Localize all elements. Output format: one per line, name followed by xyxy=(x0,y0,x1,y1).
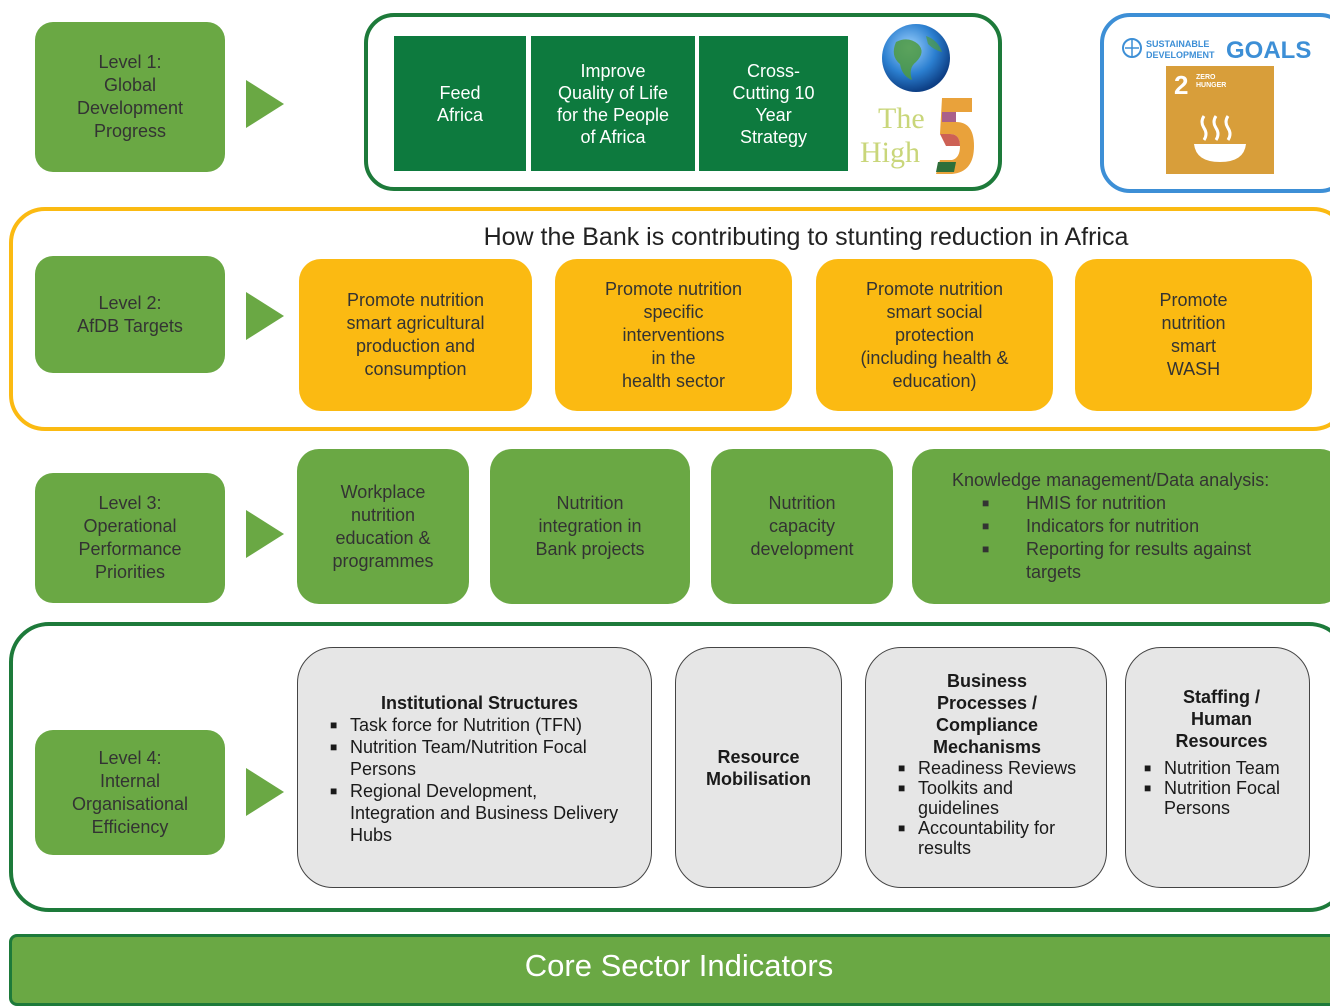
level-2-heading: How the Bank is contributing to stunting… xyxy=(483,223,1129,251)
sdg-goal-2-tile: 2 ZERO HUNGER xyxy=(1166,66,1274,174)
staffing-title: Staffing / Human Resources xyxy=(1175,687,1268,751)
knowledge-item: Reporting for results against targets xyxy=(952,538,1302,584)
target-box-text: Promote nutrition smart WASH xyxy=(1159,290,1228,379)
core-sector-indicators-bar: Core Sector Indicators xyxy=(9,934,1330,1006)
sdg-goal-name: ZERO HUNGER xyxy=(1196,74,1227,89)
business-title: Business Processes / Compliance Mechanis… xyxy=(932,671,1042,757)
efficiency-box-institutional: Institutional Structures Task force for … xyxy=(297,647,652,888)
business-item: Accountability for results xyxy=(896,818,1096,858)
business-item: Readiness Reviews xyxy=(896,758,1096,778)
level-3-label-text: Level 3: Operational Performance Priorit… xyxy=(78,493,182,582)
svg-text:High: High xyxy=(860,136,920,169)
high5-box-text: Cross- Cutting 10 Year Strategy xyxy=(732,60,815,147)
institutional-item: Task force for Nutrition (TFN) xyxy=(328,714,621,736)
priority-box-text: Workplace nutrition education & programm… xyxy=(332,481,434,571)
sdg-goal-number: 2 xyxy=(1174,70,1189,100)
sdg-header: SUSTAINABLE DEVELOPMENT GOALS xyxy=(1120,34,1325,64)
priority-box-text: Nutrition integration in Bank projects xyxy=(535,493,645,559)
target-box-text: Promote nutrition specific interventions… xyxy=(604,278,743,391)
high5-frame xyxy=(364,13,1002,191)
priority-box-capacity: Nutrition capacity development xyxy=(711,449,893,604)
priority-box-integration: Nutrition integration in Bank projects xyxy=(490,449,690,604)
efficiency-box-business: Business Processes / Compliance Mechanis… xyxy=(865,647,1107,888)
target-box-social-protection: Promote nutrition smart social protectio… xyxy=(816,259,1053,411)
institutional-list: Task force for Nutrition (TFN) Nutrition… xyxy=(328,714,631,846)
level-2-frame xyxy=(9,207,1330,431)
target-box-text: Promote nutrition smart agricultural pro… xyxy=(346,290,485,379)
high5-box-cross-cutting: Cross- Cutting 10 Year Strategy xyxy=(699,36,848,171)
staffing-item: Nutrition Team xyxy=(1142,758,1301,778)
level-4-label-text: Level 4: Internal Organisational Efficie… xyxy=(71,747,189,837)
target-box-health: Promote nutrition specific interventions… xyxy=(555,259,792,411)
level-1-label-text: Level 1: Global Development Progress xyxy=(76,52,184,141)
target-box-wash: Promote nutrition smart WASH xyxy=(1075,259,1312,411)
knowledge-item: Indicators for nutrition xyxy=(952,515,1302,538)
high5-logo-graphic: The High xyxy=(860,24,974,174)
svg-text:GOALS: GOALS xyxy=(1226,37,1311,64)
level-4-arrow xyxy=(246,768,284,816)
priority-box-text: Nutrition capacity development xyxy=(750,493,854,559)
high5-box-text: Feed Africa xyxy=(436,82,483,125)
core-sector-indicators-label: Core Sector Indicators xyxy=(524,948,834,983)
level-1-label: Level 1: Global Development Progress xyxy=(35,22,225,172)
priority-box-workplace: Workplace nutrition education & programm… xyxy=(297,449,469,604)
level-2-arrow xyxy=(246,292,284,340)
level-3-arrow xyxy=(246,510,284,558)
level-2-label-text: Level 2: AfDB Targets xyxy=(77,292,183,336)
institutional-item: Regional Development, Integration and Bu… xyxy=(328,780,621,846)
un-emblem-icon xyxy=(1122,38,1142,58)
institutional-title: Institutional Structures xyxy=(380,693,578,713)
priority-box-knowledge: Knowledge management/Data analysis: HMIS… xyxy=(912,449,1330,604)
target-box-text: Promote nutrition smart social protectio… xyxy=(860,278,1009,391)
business-list: Readiness Reviews Toolkits and guideline… xyxy=(896,758,1096,858)
high5-box-text: Improve Quality of Life for the People o… xyxy=(556,60,670,147)
level-4-frame xyxy=(9,622,1330,912)
high5-box-quality-of-life: Improve Quality of Life for the People o… xyxy=(531,36,695,171)
level-2-label: Level 2: AfDB Targets xyxy=(35,256,225,373)
level-3-label: Level 3: Operational Performance Priorit… xyxy=(35,473,225,603)
institutional-item: Nutrition Team/Nutrition Focal Persons xyxy=(328,736,621,780)
business-item: Toolkits and guidelines xyxy=(896,778,1096,818)
knowledge-list: HMIS for nutrition Indicators for nutrit… xyxy=(952,492,1302,584)
staffing-item: Nutrition Focal Persons xyxy=(1142,778,1301,818)
knowledge-title: Knowledge management/Data analysis: xyxy=(952,470,1270,490)
staffing-list: Nutrition Team Nutrition Focal Persons xyxy=(1142,758,1301,818)
bowl-icon xyxy=(1194,115,1246,162)
svg-text:SUSTAINABLE: SUSTAINABLE xyxy=(1146,39,1209,49)
target-box-agriculture: Promote nutrition smart agricultural pro… xyxy=(299,259,532,411)
sdg-frame xyxy=(1100,13,1330,193)
high5-logo: The High xyxy=(856,22,982,190)
level-1-arrow xyxy=(246,80,284,128)
efficiency-box-staffing: Staffing / Human Resources Nutrition Tea… xyxy=(1125,647,1310,888)
high5-logo-text: The xyxy=(878,102,925,135)
knowledge-item: HMIS for nutrition xyxy=(952,492,1302,515)
level-4-label: Level 4: Internal Organisational Efficie… xyxy=(35,730,225,855)
efficiency-box-resource: Resource Mobilisation xyxy=(675,647,842,888)
resource-title: Resource Mobilisation xyxy=(706,746,811,789)
svg-text:DEVELOPMENT: DEVELOPMENT xyxy=(1146,50,1215,60)
high5-box-feed-africa: Feed Africa xyxy=(394,36,526,171)
